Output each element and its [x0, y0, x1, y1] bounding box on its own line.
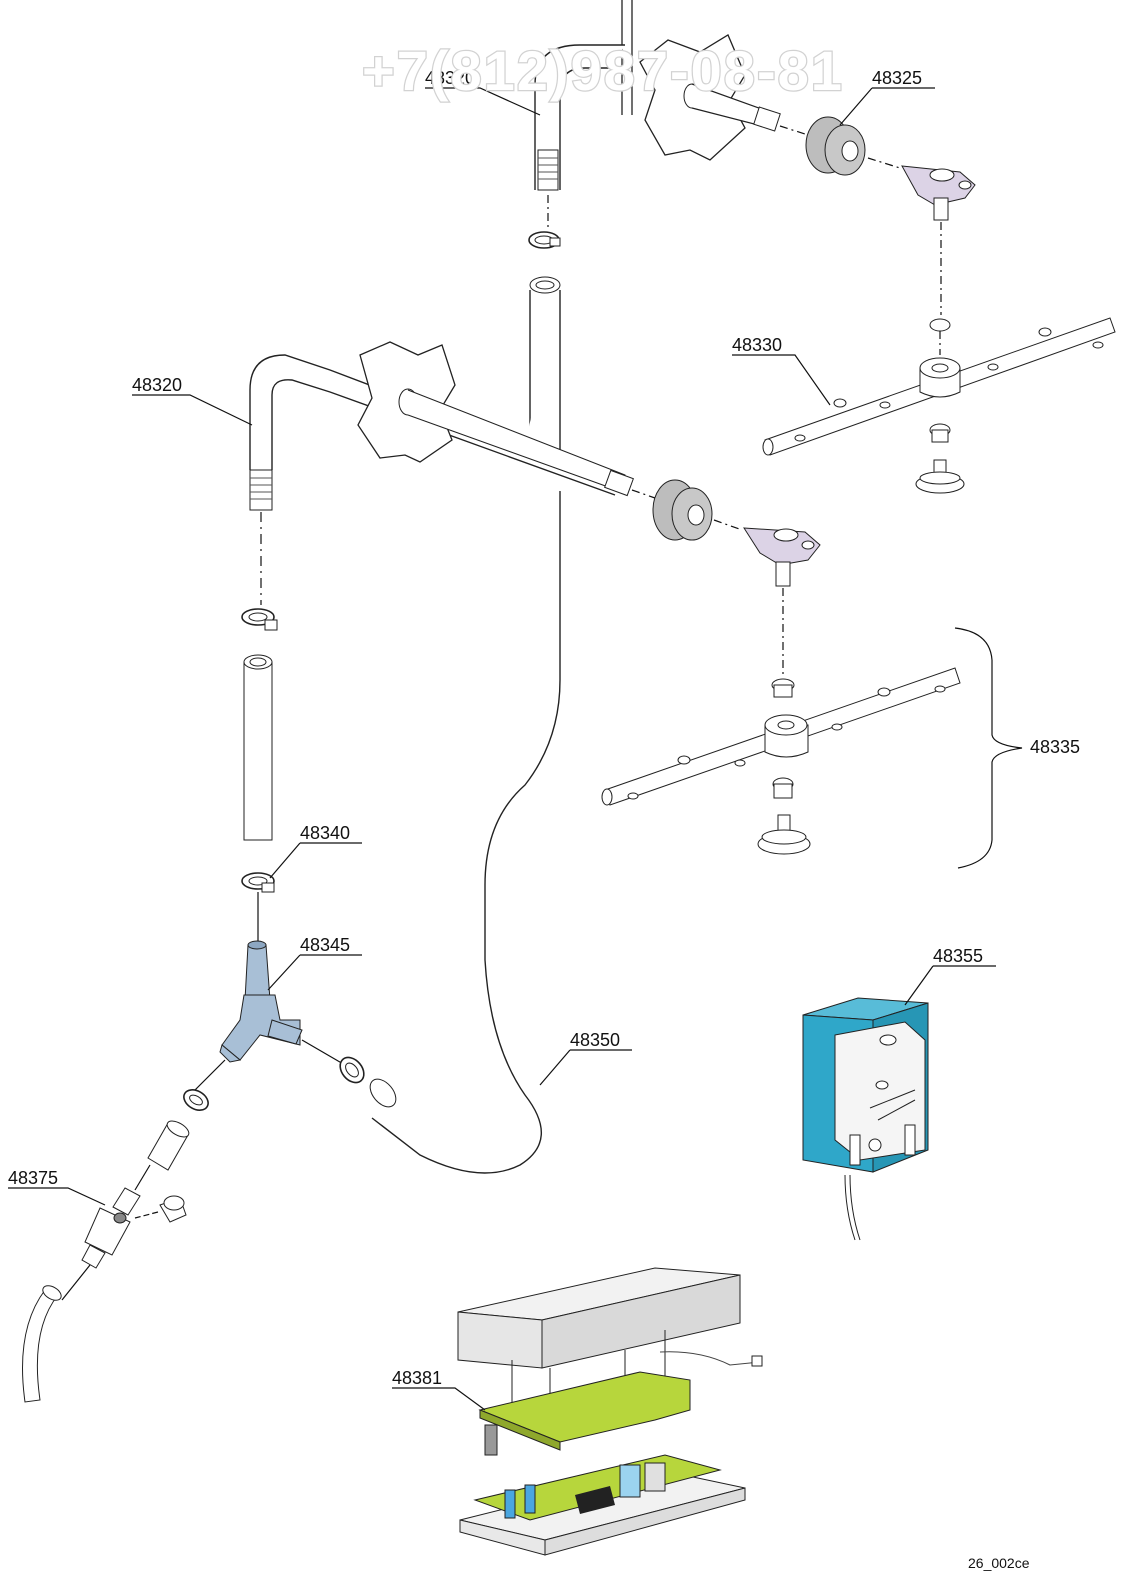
label-48345: 48345	[300, 935, 350, 955]
lower-pcb-board	[459, 1454, 746, 1556]
top-wall-flange	[639, 34, 781, 161]
watermark-phone: +7(812)987-08-81	[362, 39, 844, 102]
label-48320-top: 48320	[425, 68, 475, 88]
top-spray-arm	[762, 317, 1116, 494]
dosing-pump	[802, 997, 929, 1241]
label-48355: 48355	[933, 946, 983, 966]
t-fitting	[22, 1187, 187, 1403]
top-wash-pipe	[534, 0, 633, 228]
y-fitting	[194, 940, 346, 1091]
label-48350: 48350	[570, 1030, 620, 1050]
control-box-cover	[457, 1267, 741, 1428]
top-seal-part	[779, 116, 901, 176]
middle-lilac-hub	[743, 527, 821, 675]
long-hose	[369, 276, 561, 1174]
drawing-code: 26_002ce	[968, 1555, 1030, 1571]
left-wall-flange	[357, 341, 656, 499]
top-lilac-hub	[901, 165, 976, 315]
label-48375: 48375	[8, 1168, 58, 1188]
leader-lines	[8, 87, 996, 1411]
control-pcb	[478, 1351, 763, 1456]
hose-clamp-top	[528, 231, 561, 249]
label-48325: 48325	[872, 68, 922, 88]
middle-seal-part	[652, 479, 743, 541]
hose-clamps-y	[134, 1056, 365, 1191]
label-48330: 48330	[732, 335, 782, 355]
lower-spray-arm	[601, 627, 1023, 869]
label-48381: 48381	[392, 1368, 442, 1388]
label-48340: 48340	[300, 823, 350, 843]
label-48335: 48335	[1030, 737, 1080, 757]
label-48320-left: 48320	[132, 375, 182, 395]
left-short-hose	[241, 608, 278, 942]
